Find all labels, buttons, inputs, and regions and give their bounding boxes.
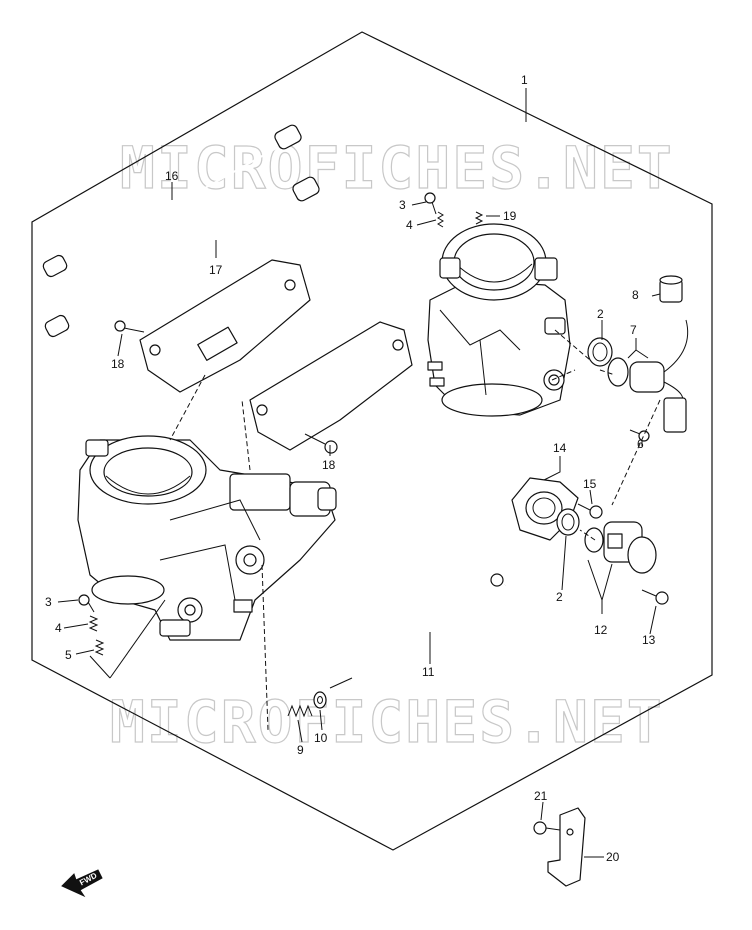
fwd-arrow-icon: FWD	[61, 869, 103, 898]
callout-5: 5	[65, 648, 72, 662]
part-18-bolt-lower[interactable]	[304, 433, 338, 454]
callout-18-lower: 18	[322, 458, 336, 472]
part-5-spring-left[interactable]	[94, 639, 105, 656]
throttle-body-right[interactable]	[427, 223, 571, 417]
throttle-body-left[interactable]	[77, 435, 337, 641]
watermark-top: MICROFICHES.NET	[120, 134, 674, 202]
callout-14: 14	[553, 441, 567, 455]
callout-18-upper: 18	[111, 357, 125, 371]
callout-2-lower: 2	[556, 590, 563, 604]
part-13-screw[interactable]	[641, 589, 669, 605]
callout-12: 12	[594, 623, 608, 637]
callout-11: 11	[422, 665, 435, 679]
part-6-screw[interactable]	[629, 429, 650, 442]
part-10-washer[interactable]	[313, 691, 327, 709]
callout-6: 6	[637, 437, 644, 451]
part-18-bolt-upper[interactable]	[114, 320, 145, 333]
part-3-screw-right[interactable]	[424, 192, 437, 215]
part-7-sensor[interactable]	[607, 319, 689, 433]
part-4-spring-right[interactable]	[437, 211, 444, 228]
part-2-clamp-top[interactable]	[587, 337, 613, 367]
part-3-screw-left[interactable]	[78, 594, 95, 613]
part-2-clamp-lower[interactable]	[556, 508, 580, 536]
callout-3-left: 3	[45, 595, 52, 609]
part-21-screw[interactable]	[533, 821, 561, 835]
part-15-screw[interactable]	[577, 503, 603, 519]
callout-9: 9	[297, 743, 304, 757]
callout-10: 10	[314, 731, 328, 745]
part-20-bracket[interactable]	[547, 807, 586, 887]
callout-4-right: 4	[406, 218, 413, 232]
part-12-sensor[interactable]	[584, 521, 657, 574]
dashed-alignment-lines	[169, 329, 661, 731]
part-11-cable[interactable]	[329, 573, 508, 689]
part-4-spring-left[interactable]	[88, 615, 99, 632]
part-9-spring[interactable]	[287, 704, 313, 718]
callout-3-right: 3	[399, 198, 406, 212]
callout-19: 19	[503, 209, 517, 223]
callout-7: 7	[630, 323, 637, 337]
watermark-bottom: MICROFICHES.NET	[110, 688, 664, 756]
callout-1: 1	[521, 73, 528, 87]
part-8-cap[interactable]	[659, 275, 683, 303]
part-16-linkage-rod[interactable]	[42, 123, 303, 278]
leader-lines	[57, 88, 661, 858]
lower-bracket[interactable]	[249, 321, 413, 451]
upper-bracket[interactable]	[139, 259, 311, 393]
callout-16: 16	[165, 169, 179, 183]
assembly-frame	[31, 31, 713, 851]
callout-2-top: 2	[597, 307, 604, 321]
part-17-linkage-rod[interactable]	[44, 175, 321, 338]
callouts: 1 16 17 18 18 3 4 19 8 2 7 6 14 15 2 12 …	[45, 73, 656, 864]
callout-4-left: 4	[55, 621, 62, 635]
callout-13: 13	[642, 633, 656, 647]
callout-20: 20	[606, 850, 620, 864]
callout-8: 8	[632, 288, 639, 302]
callout-15: 15	[583, 477, 597, 491]
part-19-spring[interactable]	[474, 211, 484, 225]
callout-21: 21	[534, 789, 548, 803]
callout-17: 17	[209, 263, 223, 277]
